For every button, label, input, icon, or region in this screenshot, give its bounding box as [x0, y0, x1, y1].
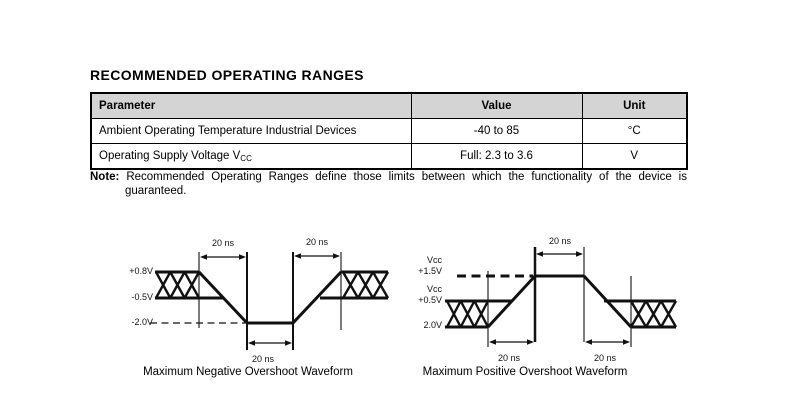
operating-ranges-table: Parameter Value Unit Ambient Operating T… — [90, 92, 688, 170]
neg-time-label-bottom: 20 ns — [252, 354, 275, 364]
pos-arrow-bottom-right — [585, 339, 630, 345]
pos-level-label-mid: +0.5V — [418, 295, 442, 305]
page-title: RECOMMENDED OPERATING RANGES — [90, 67, 364, 83]
table-row: Ambient Operating Temperature Industrial… — [90, 118, 688, 144]
pos-time-label-bottom-right: 20 ns — [594, 353, 617, 363]
vcc-subscript: CC — [240, 153, 252, 163]
neg-arrow-top-left — [200, 254, 246, 260]
cell-parameter: Ambient Operating Temperature Industrial… — [90, 118, 412, 144]
positive-overshoot-waveform-figure: Vcc +1.5V Vcc +0.5V 2.0V 20 — [418, 236, 678, 363]
note-block: Note: Recommended Operating Ranges defin… — [90, 170, 687, 198]
cell-value: -40 to 85 — [410, 118, 583, 144]
pos-time-label-top: 20 ns — [549, 236, 572, 246]
neg-waveform-trace — [155, 270, 388, 325]
column-header-parameter: Parameter — [90, 92, 412, 119]
cell-unit: V — [581, 143, 688, 170]
cell-value: Full: 2.3 to 3.6 — [410, 143, 583, 170]
table-header-row: Parameter Value Unit — [90, 92, 688, 119]
pos-crosshatch-left — [445, 300, 490, 328]
table-row: Operating Supply Voltage VCC Full: 2.3 t… — [90, 143, 688, 170]
pos-arrow-bottom-left — [489, 339, 534, 345]
pos-vcc-label-top: Vcc — [427, 255, 443, 265]
neg-level-label-top: +0.8V — [129, 266, 153, 276]
negative-overshoot-waveform-figure: +0.8V -0.5V -2.0V 20 ns 20 ns — [129, 237, 390, 364]
pos-time-label-bottom-left: 20 ns — [498, 353, 521, 363]
positive-waveform-caption: Maximum Positive Overshoot Waveform — [422, 366, 628, 378]
note-label: Note: — [90, 171, 120, 183]
pos-level-label-top: +1.5V — [418, 266, 442, 276]
neg-time-label-top-left: 20 ns — [212, 238, 235, 248]
negative-waveform-caption: Maximum Negative Overshoot Waveform — [143, 366, 353, 378]
neg-crosshatch-left — [154, 271, 201, 299]
neg-crosshatch-right — [341, 271, 390, 299]
pos-level-label-low: 2.0V — [423, 320, 442, 330]
pos-arrow-top — [536, 251, 583, 257]
pos-crosshatch-right — [629, 300, 678, 328]
neg-level-label-low: -2.0V — [131, 317, 153, 327]
neg-measure-verticals-thick — [246, 252, 294, 350]
note-line2: guaranteed. — [125, 185, 187, 197]
neg-level-label-mid: -0.5V — [131, 292, 153, 302]
neg-arrow-bottom — [248, 340, 292, 346]
pos-waveform-trace — [445, 274, 676, 329]
neg-arrow-top-right — [294, 253, 340, 259]
note-line1: Note: Recommended Operating Ranges defin… — [90, 171, 687, 183]
cell-parameter: Operating Supply Voltage VCC — [90, 143, 412, 170]
neg-measure-verticals-thin — [198, 252, 342, 330]
neg-time-label-top-right: 20 ns — [306, 237, 329, 247]
pos-measure-verticals-thin — [487, 247, 632, 347]
pos-vcc-label-mid: Vcc — [427, 284, 443, 294]
column-header-value: Value — [410, 92, 583, 119]
column-header-unit: Unit — [581, 92, 688, 119]
cell-unit: °C — [581, 118, 688, 144]
